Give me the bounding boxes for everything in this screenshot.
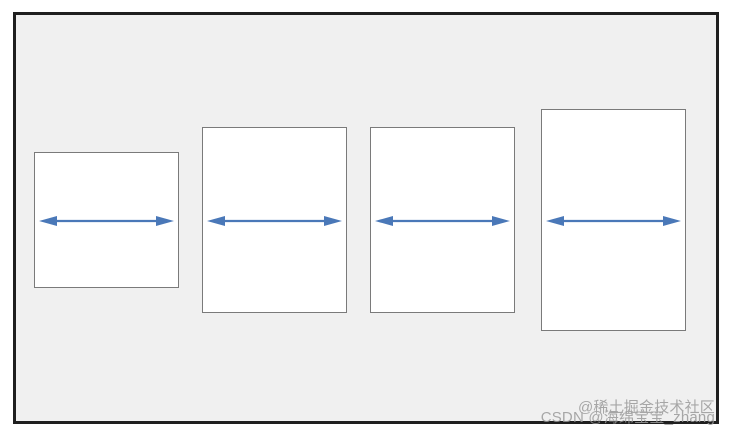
arrow-head-right [324, 216, 342, 226]
double-arrow-4 [546, 216, 681, 226]
arrow-head-left [546, 216, 564, 226]
box-4 [541, 109, 686, 331]
arrow-head-left [207, 216, 225, 226]
box-2 [202, 127, 347, 313]
double-arrow-1 [39, 216, 174, 226]
arrow-head-right [492, 216, 510, 226]
box-1 [34, 152, 179, 288]
watermark: @稀土掘金技术社区 CSDN @海绵宝宝_zhang [540, 399, 715, 426]
box-3 [370, 127, 515, 313]
watermark-line-2: CSDN @海绵宝宝_zhang [540, 409, 715, 426]
arrow-head-right [663, 216, 681, 226]
double-arrow-3 [375, 216, 510, 226]
arrow-head-right [156, 216, 174, 226]
arrow-head-left [39, 216, 57, 226]
double-arrow-2 [207, 216, 342, 226]
watermark-line-1: @稀土掘金技术社区 [577, 399, 715, 416]
arrow-head-left [375, 216, 393, 226]
